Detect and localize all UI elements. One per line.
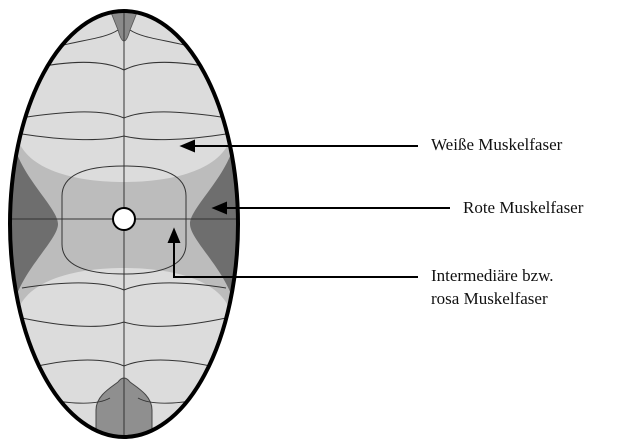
label-white-fiber: Weiße Muskelfaser [431, 134, 562, 156]
label-intermediate-fiber-line1: Intermediäre bzw. [431, 265, 554, 287]
center-circle [113, 208, 135, 230]
label-red-fiber: Rote Muskelfaser [463, 197, 583, 219]
label-intermediate-fiber-line2: rosa Muskelfaser [431, 288, 548, 310]
